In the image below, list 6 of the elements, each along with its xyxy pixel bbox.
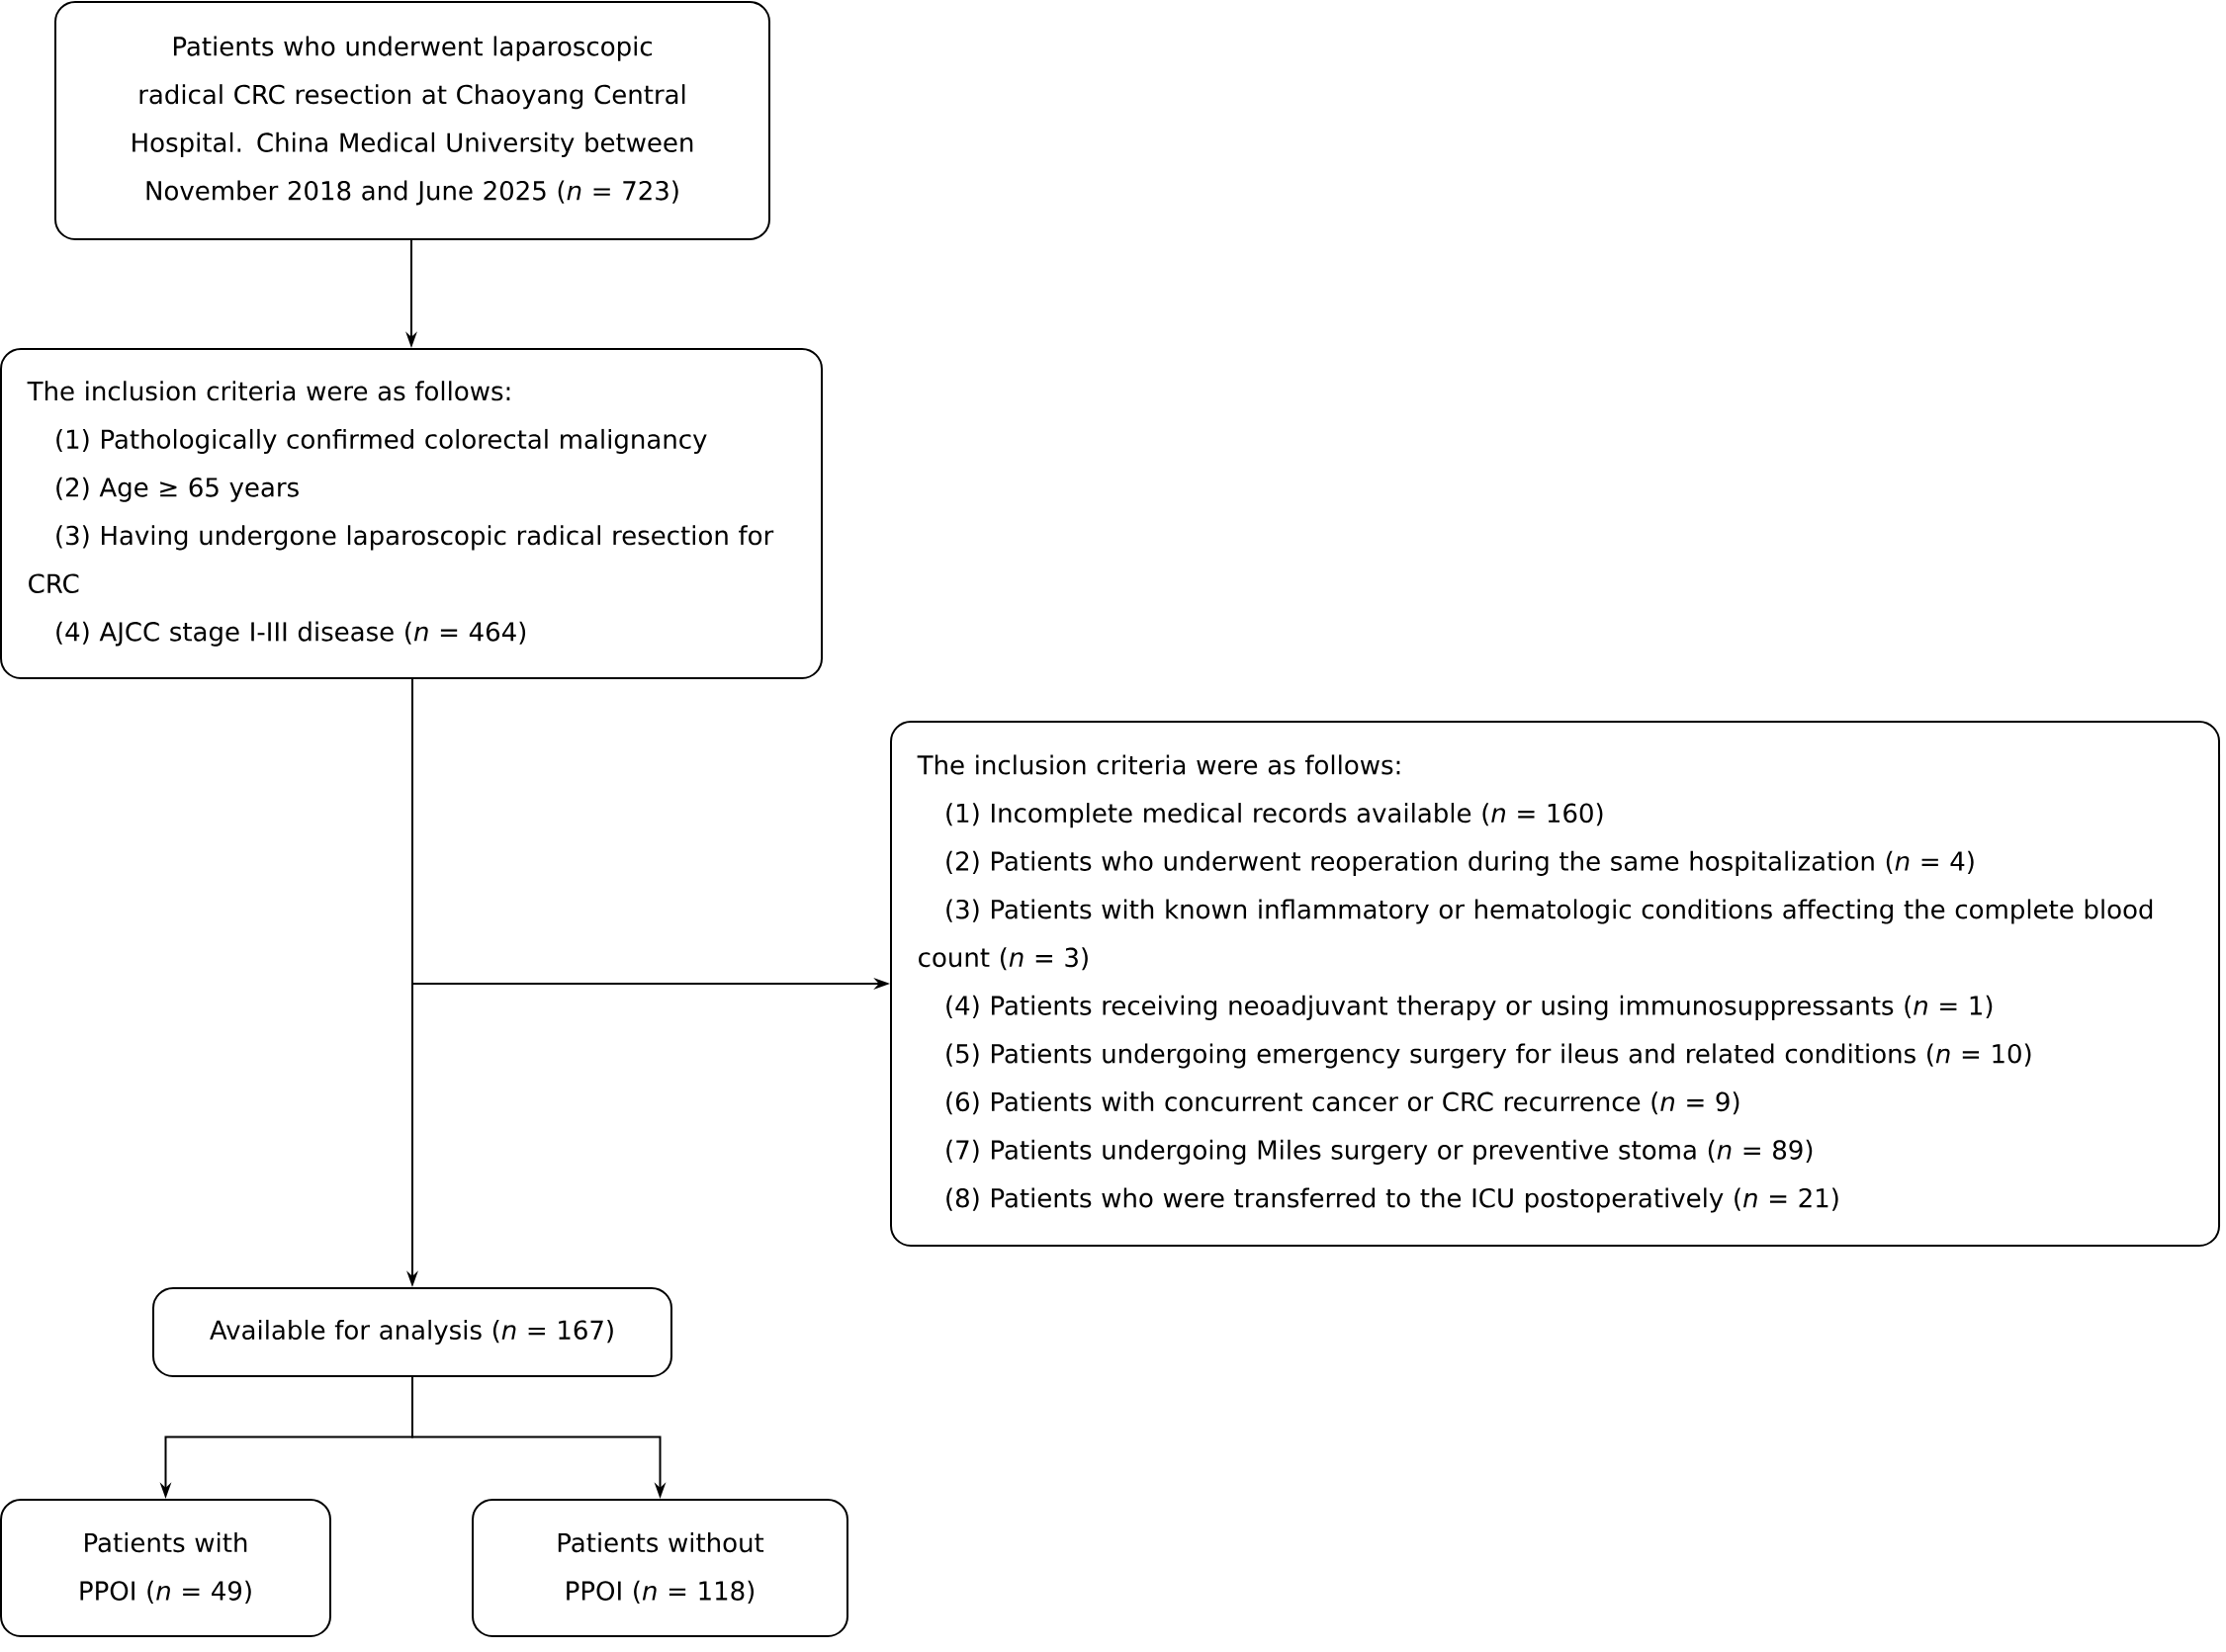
flow-box: Patients who underwent laparoscopic radical CRC resection at Chaoyang Central Hospital. China Medical University between November 2018 and June 2025 (n = 723)	[54, 1, 770, 240]
flow-box: The inclusion criteria were as follows: (1) Incomplete medical records available (n = 160) (2) Patients who underwent reoperation during the same hospitalization (n = 4) (3) Patients with known inflammatory or hematologic conditions affecting the complete blood count (n = 3) (4) Patients receiving neoadjuvant therapy or using immunosuppressants (n = 1) (5) Patients undergoing emergency surgery for ileus and related conditions (n = 10) (6) Patients with concurrent cancer or CRC recurrence (n = 9) (7) Patients undergoing Miles surgery or preventive stoma (n = 89) (8) Patients who were transferred to the ICU postoperatively (n = 21)	[890, 721, 2220, 1247]
flow-box: The inclusion criteria were as follows: (1) Pathologically confirmed colorectal malignancy (2) Age ≥ 65 years (3) Having undergone laparoscopic radical resection for CRC (4) AJCC stage I-III disease (n = 464)	[0, 348, 823, 679]
flow-box: Patients without PPOI (n = 118)	[472, 1499, 848, 1637]
flow-box: Available for analysis (n = 167)	[152, 1287, 672, 1377]
flow-box: Patients with PPOI (n = 49)	[0, 1499, 331, 1637]
